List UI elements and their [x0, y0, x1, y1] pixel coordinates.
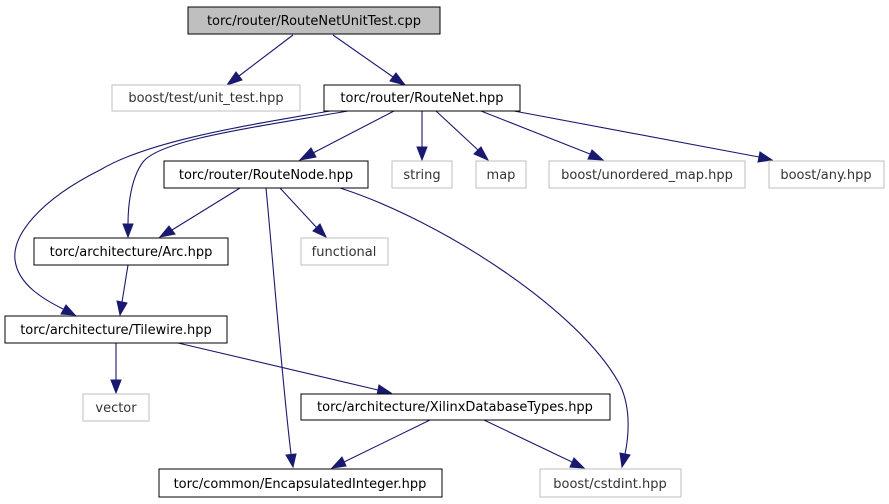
- node-label: boost/test/unit_test.hpp: [128, 91, 283, 106]
- edge-routenode-to-boost-cstdint: [339, 187, 631, 469]
- node-label: torc/architecture/Arc.hpp: [50, 245, 213, 260]
- node-label: boost/cstdint.hpp: [553, 477, 667, 492]
- node-routenet-hpp[interactable]: torc/router/RouteNet.hpp: [323, 84, 521, 112]
- node-routenode-hpp[interactable]: torc/router/RouteNode.hpp: [163, 160, 369, 189]
- node-label: torc/common/EncapsulatedInteger.hpp: [174, 477, 427, 492]
- node-routenet-unittest-cpp[interactable]: torc/router/RouteNetUnitTest.cpp: [187, 6, 441, 35]
- edge-routenet-to-boost-unordered-map: [480, 110, 605, 161]
- edge-xilinx-db-types-to-boost-cstdint: [483, 419, 586, 469]
- node-boost-unit-test-hpp: boost/test/unit_test.hpp: [111, 84, 301, 112]
- edge-routenet-to-routenode: [298, 110, 395, 161]
- node-string: string: [391, 160, 453, 189]
- edge-unittest-to-routenet: [332, 34, 407, 86]
- edge-routenet-to-map: [435, 110, 490, 162]
- node-label: map: [487, 168, 516, 183]
- edge-xilinx-db-types-to-encapsulated-integer: [330, 419, 431, 469]
- node-label: boost/unordered_map.hpp: [561, 168, 733, 183]
- node-label: torc/architecture/XilinxDatabaseTypes.hp…: [317, 400, 593, 415]
- edge-routenode-to-functional: [279, 187, 328, 239]
- node-label: vector: [95, 401, 137, 416]
- edge-arc-to-tilewire: [116, 264, 129, 317]
- node-map: map: [475, 160, 527, 189]
- node-label: boost/any.hpp: [780, 168, 871, 183]
- edges: [14, 34, 774, 469]
- edge-routenet-to-string: [416, 111, 428, 162]
- node-label: string: [403, 168, 440, 183]
- node-label: torc/router/RouteNode.hpp: [179, 168, 353, 183]
- edge-unittest-to-boost-unit-test: [225, 34, 294, 86]
- node-tilewire-hpp[interactable]: torc/architecture/Tilewire.hpp: [4, 315, 228, 344]
- node-label: torc/router/RouteNetUnitTest.cpp: [207, 14, 421, 29]
- node-boost-cstdint-hpp: boost/cstdint.hpp: [539, 468, 682, 498]
- node-label: torc/router/RouteNet.hpp: [340, 91, 503, 106]
- node-label: torc/architecture/Tilewire.hpp: [20, 323, 212, 338]
- edge-routenode-to-arc: [158, 187, 241, 238]
- nodes: torc/router/RouteNetUnitTest.cpp boost/t…: [4, 6, 885, 498]
- edge-routenet-to-boost-any: [513, 110, 774, 163]
- node-functional: functional: [300, 237, 389, 266]
- node-boost-any-hpp: boost/any.hpp: [768, 160, 885, 189]
- edge-routenode-to-encapsulated-integer: [265, 187, 297, 469]
- node-encapsulated-integer-hpp[interactable]: torc/common/EncapsulatedInteger.hpp: [158, 468, 443, 498]
- node-xilinx-database-types-hpp[interactable]: torc/architecture/XilinxDatabaseTypes.hp…: [300, 393, 611, 421]
- edge-tilewire-to-vector: [110, 343, 122, 395]
- edge-routenet-to-tilewire: [14, 110, 331, 316]
- node-vector: vector: [82, 393, 150, 422]
- node-boost-unordered-map-hpp: boost/unordered_map.hpp: [548, 160, 746, 189]
- node-label: functional: [312, 245, 377, 260]
- edge-routenet-to-arc: [122, 110, 349, 239]
- node-arc-hpp[interactable]: torc/architecture/Arc.hpp: [33, 237, 229, 266]
